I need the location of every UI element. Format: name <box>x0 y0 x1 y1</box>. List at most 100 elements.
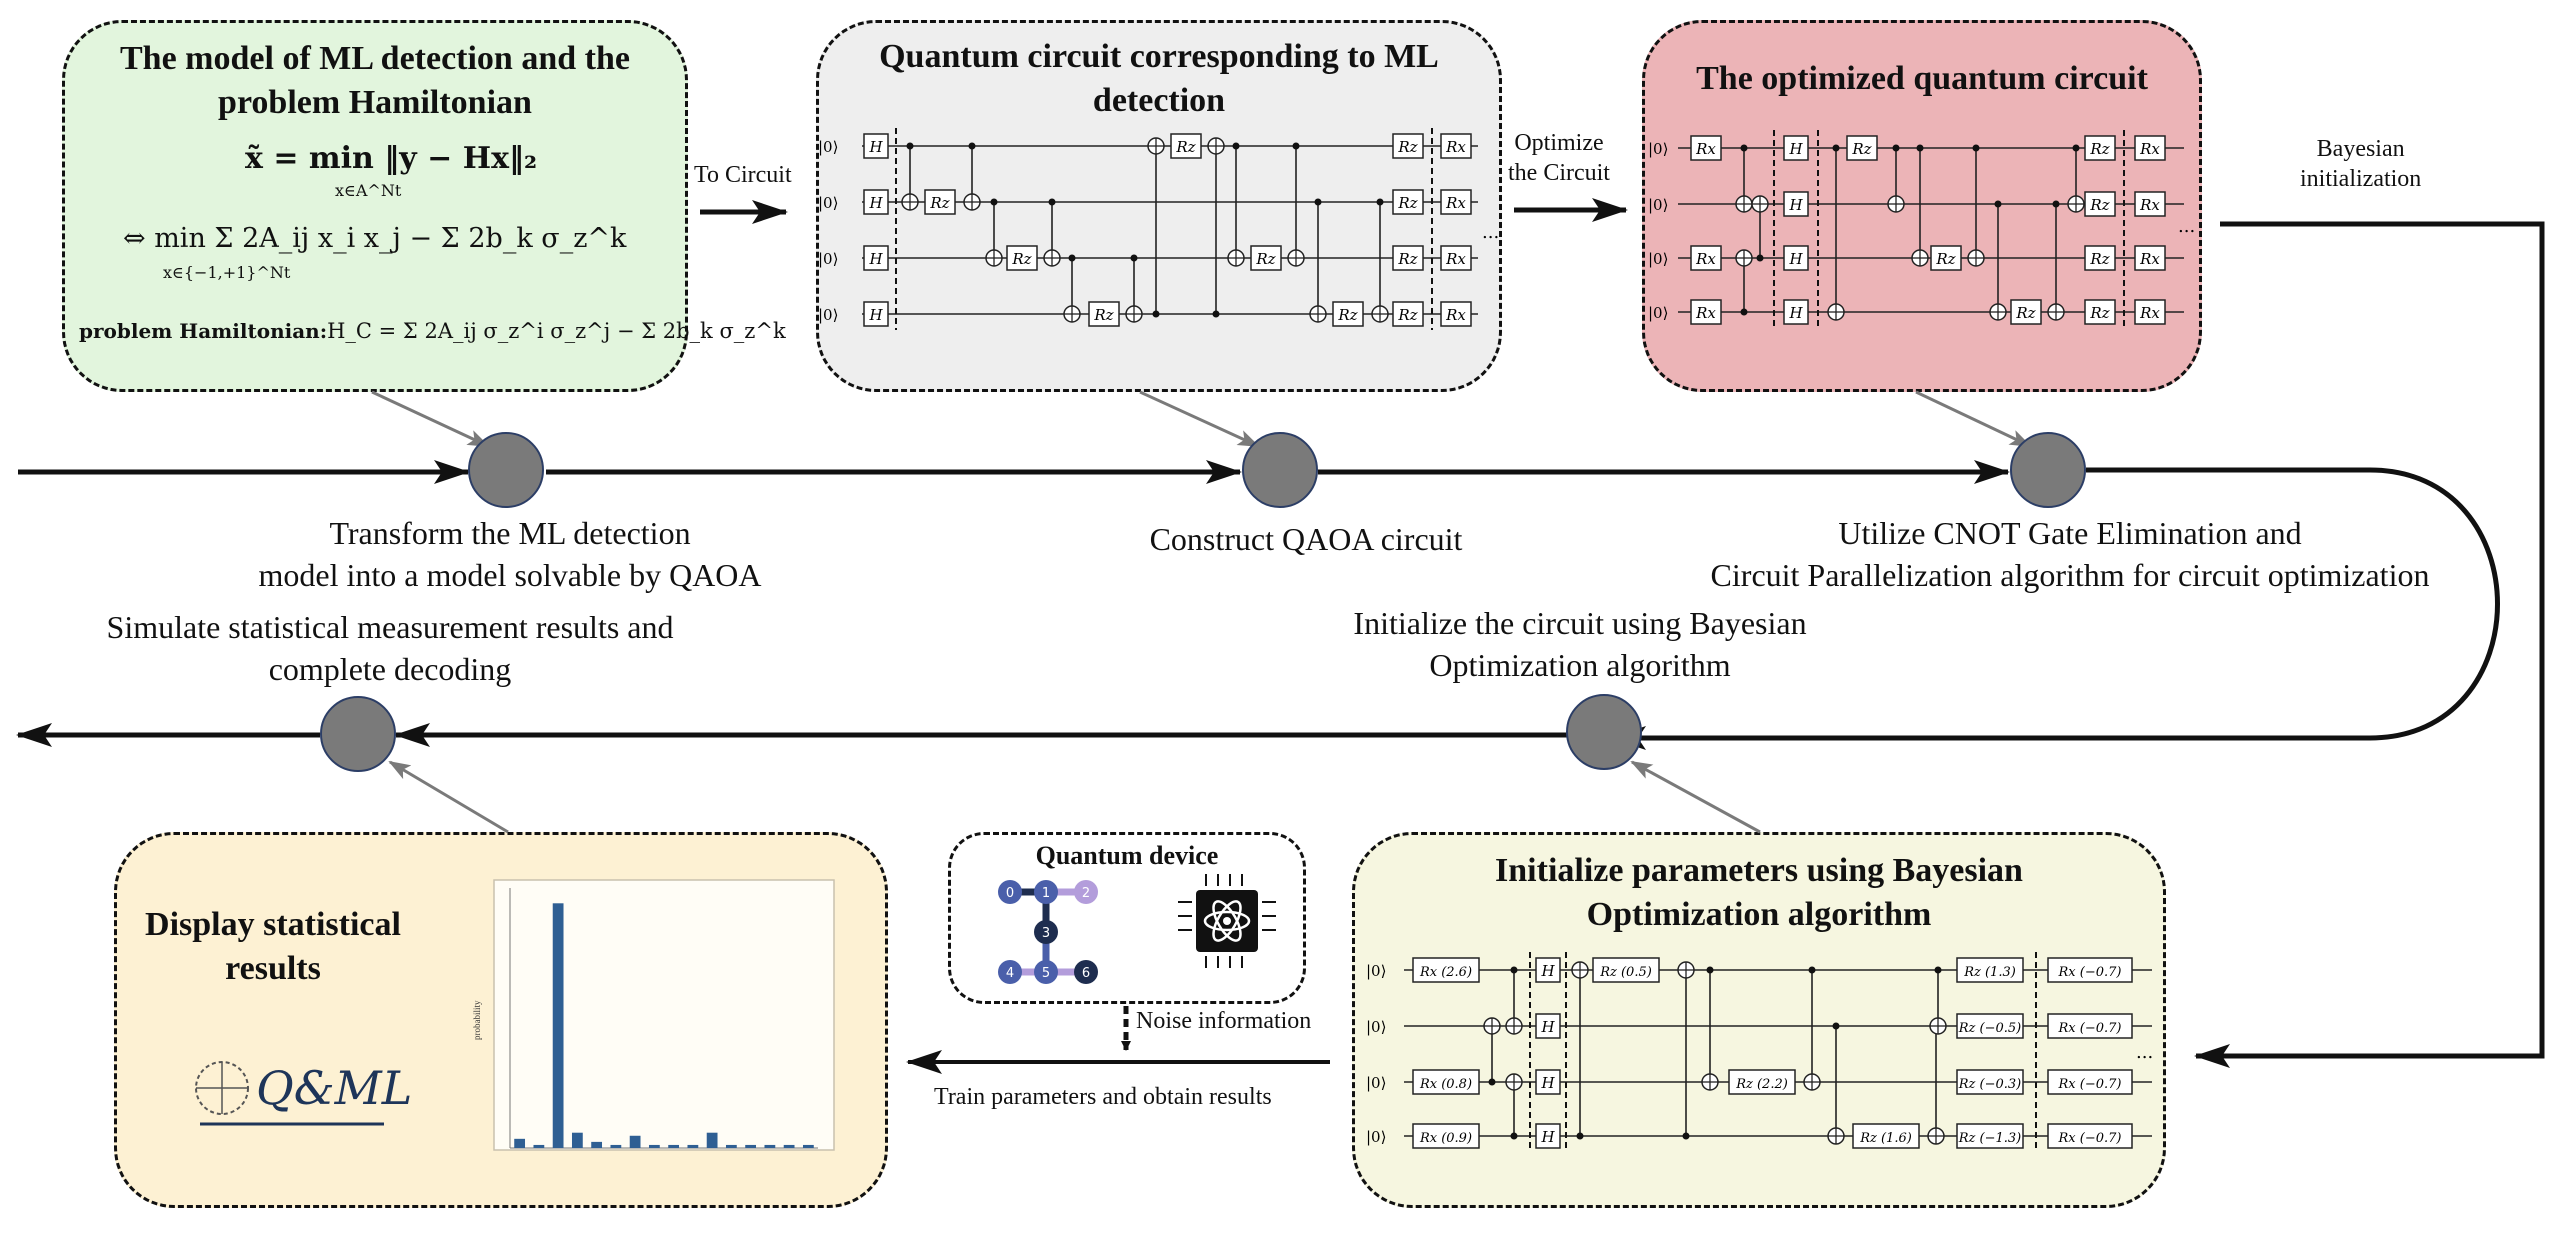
chart-bar <box>745 1144 757 1148</box>
rz-param-gate <box>1728 1069 1796 1095</box>
device-node-label: 5 <box>1042 966 1050 981</box>
connector-ml-model <box>371 390 490 448</box>
chart-frame <box>493 879 835 1151</box>
rx-param-gate <box>1412 957 1480 983</box>
ket-zero-label: |0⟩ <box>1648 304 1668 322</box>
chart-bar <box>591 1141 603 1148</box>
rx-gate <box>1690 299 1722 325</box>
chart-bar <box>687 1144 699 1148</box>
node-construct <box>1242 432 1318 508</box>
rx-param-gate-label: Rx (−0.7) <box>2058 1021 2122 1036</box>
optimized-title: The optimized quantum circuit <box>1696 60 2148 97</box>
cnot-control <box>1756 254 1764 262</box>
ml-model-title-line2: problem Hamiltonian <box>218 84 532 121</box>
rz-gate-label: Rz <box>1397 138 1417 156</box>
ket-zero-label: |0⟩ <box>1366 1018 1386 1036</box>
chart-y-label: probability <box>472 1000 482 1040</box>
rx-gate <box>2134 135 2166 161</box>
quantum-device-title: Quantum device <box>1035 841 1219 870</box>
device-node <box>1074 960 1098 984</box>
h-gate <box>1535 957 1561 983</box>
rz-param-gate <box>1956 957 2024 983</box>
connector-qaoa <box>1139 390 1260 448</box>
cnot-control <box>1212 310 1220 318</box>
cnot-control <box>1314 198 1322 206</box>
rx-param-gate-label: Rx (−0.7) <box>2058 1131 2122 1146</box>
ket-zero-label: |0⟩ <box>818 194 838 212</box>
node-transform <box>468 432 544 508</box>
chart-bar <box>764 1144 776 1148</box>
hamiltonian-line: problem Hamiltonian:H_C = Σ 2A_ij σ_z^i … <box>79 319 786 343</box>
h-gate <box>1535 1123 1561 1149</box>
chart-bar <box>783 1144 795 1148</box>
ket-zero-label: |0⟩ <box>1366 1128 1386 1146</box>
rx-gate <box>1690 135 1722 161</box>
rx-gate <box>2134 299 2166 325</box>
rz-gate <box>924 189 956 215</box>
qml-logo: Q&ML <box>195 1061 412 1126</box>
logo-globe-ring <box>196 1062 248 1114</box>
rx-param-gate-label: Rx (2.6) <box>1419 965 1472 980</box>
h-gate-label: H <box>868 194 883 212</box>
rz-gate-label: Rz <box>1255 250 1275 268</box>
cnot-control <box>1232 142 1240 150</box>
rx-gate-label: Rx <box>1445 138 1466 156</box>
ml-equation-1-text: x̃ = min ‖y − Hx‖₂ <box>245 141 538 176</box>
chart-bar <box>706 1132 718 1148</box>
chart-bar <box>571 1132 583 1148</box>
h-gate-label: H <box>1788 250 1803 268</box>
device-node <box>1034 920 1058 944</box>
ml-equation-2-sub: x∈{−1,+1}^Nt <box>163 263 291 282</box>
rz-gate-label: Rz <box>2089 196 2109 214</box>
probability-chart: probability <box>472 879 835 1151</box>
ket-zero-label: |0⟩ <box>1648 250 1668 268</box>
h-gate <box>1783 245 1809 271</box>
ml-equation-1: x̃ = min ‖y − Hx‖₂ <box>245 141 537 176</box>
rx-param-gate <box>2047 1069 2133 1095</box>
rx-param-gate <box>2047 1123 2133 1149</box>
utilize-label-line2: Circuit Parallelization algorithm for ci… <box>1710 557 2430 593</box>
h-gate-label: H <box>868 138 883 156</box>
stats-title: Display statistical results <box>143 903 403 991</box>
cnot-control <box>1510 1132 1518 1140</box>
chart-bar <box>552 903 564 1148</box>
rx-gate-label: Rx <box>1445 194 1466 212</box>
h-gate-label: H <box>1788 304 1803 322</box>
rz-gate-label: Rz <box>2015 304 2035 322</box>
h-gate-label: H <box>1540 1128 1555 1146</box>
rz-gate <box>1006 245 1038 271</box>
rz-gate-label: Rz <box>1175 138 1195 156</box>
h-gate <box>863 189 889 215</box>
rz-gate <box>2084 245 2116 271</box>
ket-zero-label: |0⟩ <box>1648 140 1668 158</box>
rz-param-gate-label: Rz (−0.5) <box>1958 1021 2021 1036</box>
connector-optimized <box>1915 390 2032 448</box>
ket-zero-label: |0⟩ <box>818 306 838 324</box>
qaoa-title-line1: Quantum circuit corresponding to ML <box>879 38 1439 75</box>
rz-gate <box>2084 191 2116 217</box>
device-node <box>1074 880 1098 904</box>
node-simulate <box>320 696 396 772</box>
init-circuit-label-line2: Optimization algorithm <box>1429 647 1731 683</box>
rz-gate <box>2084 135 2116 161</box>
bayes-route-line <box>2194 221 2545 1068</box>
simulate-label-line2: complete decoding <box>268 651 512 687</box>
ml-equation-1-sub: x∈A^Nt <box>335 181 402 200</box>
utilize-label: Utilize CNOT Gate Elimination and Circui… <box>1630 512 2510 596</box>
cnot-control <box>1130 254 1138 262</box>
rz-gate-label: Rz <box>1093 306 1113 324</box>
device-node-label: 4 <box>1006 966 1014 981</box>
device-node-label: 2 <box>1082 886 1090 901</box>
rx-gate <box>2134 245 2166 271</box>
rz-gate-label: Rz <box>1337 306 1357 324</box>
rz-gate <box>1392 189 1424 215</box>
rz-gate-label: Rz <box>1011 250 1031 268</box>
bayes-initialization-line1: Bayesian <box>2316 136 2405 162</box>
cnot-control <box>1706 966 1714 974</box>
rz-param-gate <box>1956 1123 2024 1149</box>
device-node-label: 6 <box>1082 966 1090 981</box>
h-gate <box>1535 1013 1561 1039</box>
rx-gate-label: Rx <box>1695 140 1716 158</box>
chart-bar <box>648 1144 660 1148</box>
